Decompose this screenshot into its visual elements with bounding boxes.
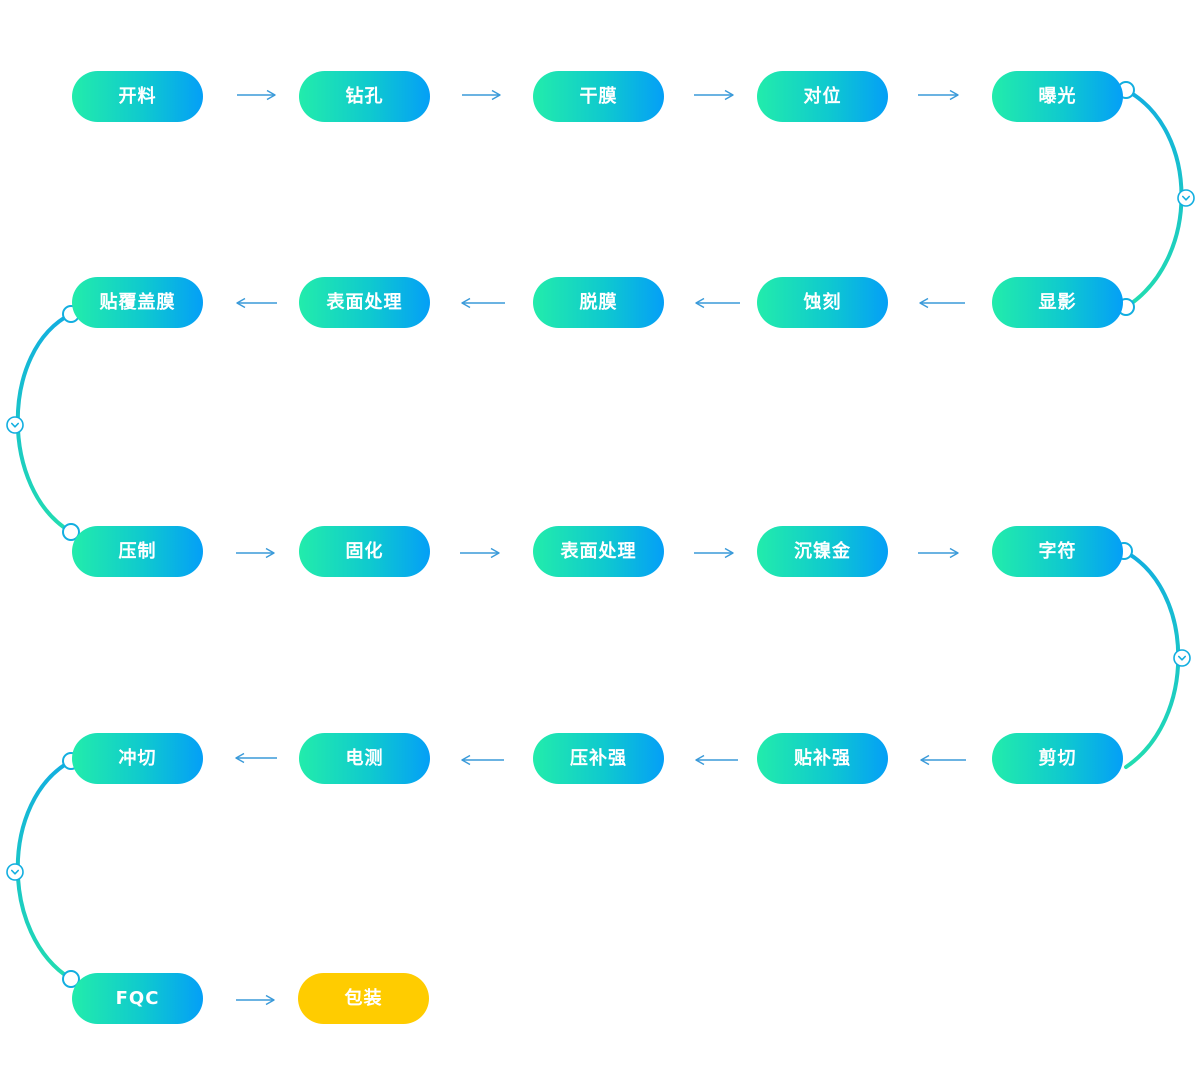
chevron-down-icon [6,863,24,881]
step-box-final: 包装 [298,973,429,1024]
arrow-icon [236,547,275,559]
chevron-down-glyph [11,422,19,428]
arrow-icon [919,297,965,309]
arrow-icon [235,752,277,764]
step-box: 开料 [72,71,203,122]
step-box: 电测 [299,733,430,784]
arrow-head [920,754,930,766]
arrow-icon [920,754,966,766]
chevron-down-glyph [11,869,19,875]
arrow-icon [236,994,275,1006]
step-box: 沉镍金 [757,526,888,577]
step-box: 字符 [992,526,1123,577]
step-box: 表面处理 [533,526,664,577]
arrow-head [949,89,959,101]
step-box: 冲切 [72,733,203,784]
chevron-down-glyph [1178,655,1186,661]
arrow-icon [918,547,959,559]
arrow-icon [461,297,505,309]
arrow-head [461,297,471,309]
arrow-head [490,547,500,559]
arrow-icon [694,89,734,101]
arrow-head [265,994,275,1006]
arrow-head [695,754,705,766]
step-box: 曝光 [992,71,1123,122]
arrow-icon [461,754,504,766]
turn-connector-curve [15,312,73,534]
arrow-head [236,297,246,309]
arrow-head [724,547,734,559]
step-box: 对位 [757,71,888,122]
step-box: 显影 [992,277,1123,328]
step-box: 压制 [72,526,203,577]
step-box: 贴覆盖膜 [72,277,203,328]
arrow-head [266,89,276,101]
step-box: 钻孔 [299,71,430,122]
turn-connector-curve [15,759,73,981]
step-box: 脱膜 [533,277,664,328]
step-box: 贴补强 [757,733,888,784]
step-box: 干膜 [533,71,664,122]
arrow-head [235,752,245,764]
arrow-icon [694,547,734,559]
arrow-head [461,754,471,766]
arrow-icon [462,89,501,101]
arrow-icon [918,89,959,101]
arrow-head [949,547,959,559]
turn-connector-curve [1122,549,1181,769]
arrow-head [724,89,734,101]
step-box: 表面处理 [299,277,430,328]
arrow-icon [695,754,738,766]
arrow-head [491,89,501,101]
arrow-icon [460,547,500,559]
arrow-icon [237,89,276,101]
turn-connector-curve [1124,88,1184,309]
step-box: 固化 [299,526,430,577]
arrow-head [919,297,929,309]
chevron-down-glyph [1182,195,1190,201]
step-box: 剪切 [992,733,1123,784]
chevron-down-icon [1173,649,1191,667]
arrow-head [695,297,705,309]
step-box: 压补强 [533,733,664,784]
arrow-icon [695,297,740,309]
step-box: FQC [72,973,203,1024]
chevron-down-icon [6,416,24,434]
arrow-head [265,547,275,559]
arrow-icon [236,297,277,309]
step-box: 蚀刻 [757,277,888,328]
chevron-down-icon [1177,189,1195,207]
